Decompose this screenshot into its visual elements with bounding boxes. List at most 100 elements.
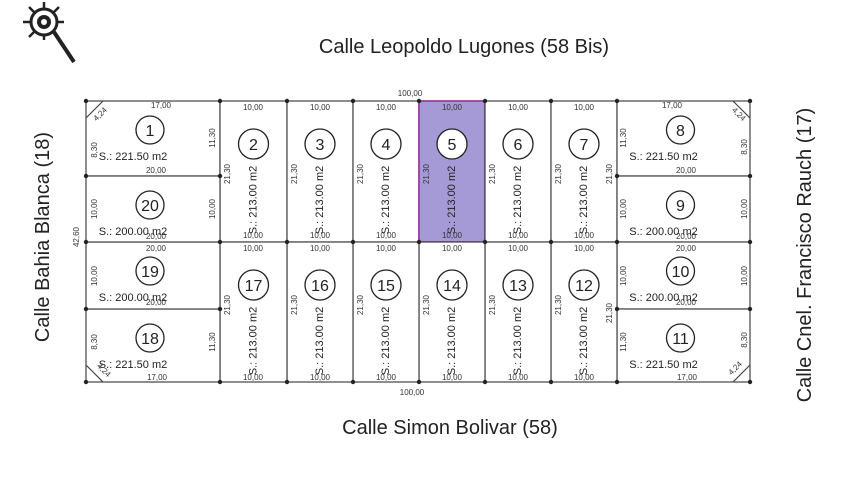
lot-14[interactable]: 14S.: 213.00 m2: [418, 241, 486, 383]
lot-16[interactable]: 16S.: 213.00 m2: [286, 241, 354, 383]
lot-6-parcel[interactable]: [484, 100, 552, 243]
dimension-label: 10,00: [310, 244, 331, 253]
lot-number-circle: [665, 115, 696, 145]
lot-number: 8: [676, 123, 685, 140]
lot-number-circle: [237, 128, 270, 160]
lot-number-circle: [135, 323, 165, 353]
lot-number-circle: [502, 269, 534, 301]
lot-number-circle: [370, 128, 402, 160]
lot-5[interactable]: 5S.: 213.00 m2: [418, 100, 486, 243]
lot-area: S.: 221.50 m2: [629, 359, 698, 371]
lot-13-parcel[interactable]: [484, 241, 552, 383]
dimension-label: 20,00: [676, 232, 697, 241]
compass-magnifier-icon: [23, 2, 76, 64]
dimension-label: 21,30: [356, 294, 365, 315]
dimension-label: 21,30: [223, 294, 232, 315]
dimension-label: 17,00: [677, 373, 698, 382]
lot-number-circle: [665, 323, 696, 353]
lot-area: S.: 213.00 m2: [578, 307, 590, 376]
dimension-label: 10,00: [574, 373, 595, 382]
lot-number: 1: [146, 123, 155, 140]
dimension-label: 10,00: [376, 244, 397, 253]
lot-11[interactable]: 11S.: 221.50 m2: [616, 308, 751, 383]
dimension-label: 10,00: [310, 103, 331, 112]
block-bottom-dimension: 100,00: [400, 388, 425, 397]
lot-number-circle: [568, 269, 600, 301]
lot-2-parcel[interactable]: [219, 100, 288, 243]
lot-18[interactable]: 18S.: 221.50 m2: [85, 308, 221, 383]
dimension-label: 10,00: [508, 103, 529, 112]
vertex-dots: [83, 98, 753, 385]
dimension-label: 10,00: [442, 373, 463, 382]
dimension-label: 10,00: [90, 265, 99, 286]
lot-13[interactable]: 13S.: 213.00 m2: [484, 241, 552, 383]
dimension-label: 10,00: [208, 198, 217, 219]
dimension-label: 21,30: [223, 163, 232, 184]
dimension-label: 8,30: [90, 334, 99, 350]
lot-19[interactable]: 19S.: 200.00 m2: [85, 241, 221, 310]
lot-area: S.: 200.00 m2: [629, 292, 698, 304]
dimension-label: 20,00: [146, 244, 167, 253]
lot-5-parcel[interactable]: [418, 100, 486, 243]
lot-7-parcel[interactable]: [550, 100, 618, 243]
lot-area: S.: 213.00 m2: [512, 307, 524, 376]
lot-number-circle: [135, 190, 165, 220]
lot-area: S.: 213.00 m2: [314, 307, 326, 376]
street-bottom: Calle Simon Bolivar (58): [342, 417, 558, 439]
dimension-label: 8,30: [90, 142, 99, 158]
lot-17-parcel[interactable]: [219, 241, 288, 383]
dimension-label: 20,00: [146, 298, 167, 307]
dimension-label: 11,30: [619, 128, 628, 148]
lot-8[interactable]: 8S.: 221.50 m2: [616, 100, 751, 177]
lot-number-circle: [237, 269, 270, 301]
lot-4-parcel[interactable]: [352, 100, 420, 243]
lot-17[interactable]: 17S.: 213.00 m2: [219, 241, 288, 383]
street-top: Calle Leopoldo Lugones (58 Bis): [319, 36, 609, 58]
dimension-label: 10,00: [376, 103, 397, 112]
lot-number: 9: [676, 198, 685, 215]
lot-area: S.: 213.00 m2: [314, 166, 326, 235]
lot-number: 5: [448, 137, 457, 154]
dimension-label: 21,30: [356, 163, 365, 184]
lot-15[interactable]: 15S.: 213.00 m2: [352, 241, 420, 383]
corner-chamfers: [85, 100, 751, 383]
lot-2[interactable]: 2S.: 213.00 m2: [219, 100, 288, 243]
lot-6[interactable]: 6S.: 213.00 m2: [484, 100, 552, 243]
lot-area: S.: 221.50 m2: [99, 359, 168, 371]
dimension-label: 10,00: [90, 198, 99, 219]
lot-10[interactable]: 10S.: 200.00 m2: [616, 241, 751, 310]
lot-4[interactable]: 4S.: 213.00 m2: [352, 100, 420, 243]
dimension-label: 11,30: [208, 128, 217, 148]
dimension-label: 10,00: [442, 103, 463, 112]
lot-area: S.: 213.00 m2: [248, 166, 260, 235]
lot-3-parcel[interactable]: [286, 100, 354, 243]
dimension-label: 20,00: [676, 298, 697, 307]
street-right: Calle Cnel. Francisco Rauch (17): [794, 108, 816, 403]
lot-14-parcel[interactable]: [418, 241, 486, 383]
lot-number: 14: [443, 278, 461, 295]
dimension-label: 10,00: [442, 231, 463, 240]
dimension-label: 10,00: [376, 231, 397, 240]
lot-9[interactable]: 9S.: 200.00 m2: [616, 175, 751, 243]
dimension-label: 10,00: [574, 103, 595, 112]
lot-16-parcel[interactable]: [286, 241, 354, 383]
dimension-label: 21,30: [422, 294, 431, 315]
lot-7[interactable]: 7S.: 213.00 m2: [550, 100, 618, 243]
lot-10-parcel[interactable]: [616, 241, 751, 310]
lot-number: 17: [245, 278, 263, 295]
dimension-label: 10,00: [243, 244, 264, 253]
lot-number: 20: [141, 198, 159, 215]
lot-12[interactable]: 12S.: 213.00 m2: [550, 241, 618, 383]
lot-20[interactable]: 20S.: 200.00 m2: [85, 175, 221, 243]
dimension-label: 17,00: [147, 373, 168, 382]
lot-12-parcel[interactable]: [550, 241, 618, 383]
dimension-label: 10,00: [508, 244, 529, 253]
dimension-label: 10,00: [243, 103, 264, 112]
lot-15-parcel[interactable]: [352, 241, 420, 383]
dimension-label: 10,00: [574, 244, 595, 253]
dimension-label: 20,00: [676, 244, 697, 253]
dimension-label: 21,30: [488, 163, 497, 184]
lot-3[interactable]: 3S.: 213.00 m2: [286, 100, 354, 243]
